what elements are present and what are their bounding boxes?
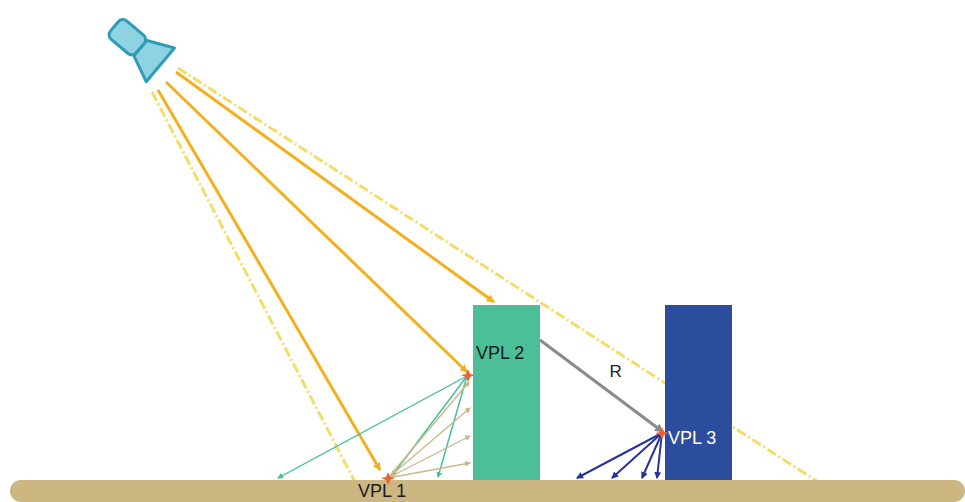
green-block: VPL 2: [473, 305, 540, 483]
blue-block: VPL 3: [665, 305, 732, 483]
ground-plane: VPL 1: [10, 480, 965, 502]
reflection-arrow: [540, 340, 663, 432]
edge-label: R: [608, 362, 624, 382]
vpl-label: VPL 1: [358, 481, 406, 501]
flashlight: [100, 9, 174, 81]
vpl-label: VPL 3: [668, 428, 716, 448]
vpl-label: VPL 2: [476, 343, 524, 363]
